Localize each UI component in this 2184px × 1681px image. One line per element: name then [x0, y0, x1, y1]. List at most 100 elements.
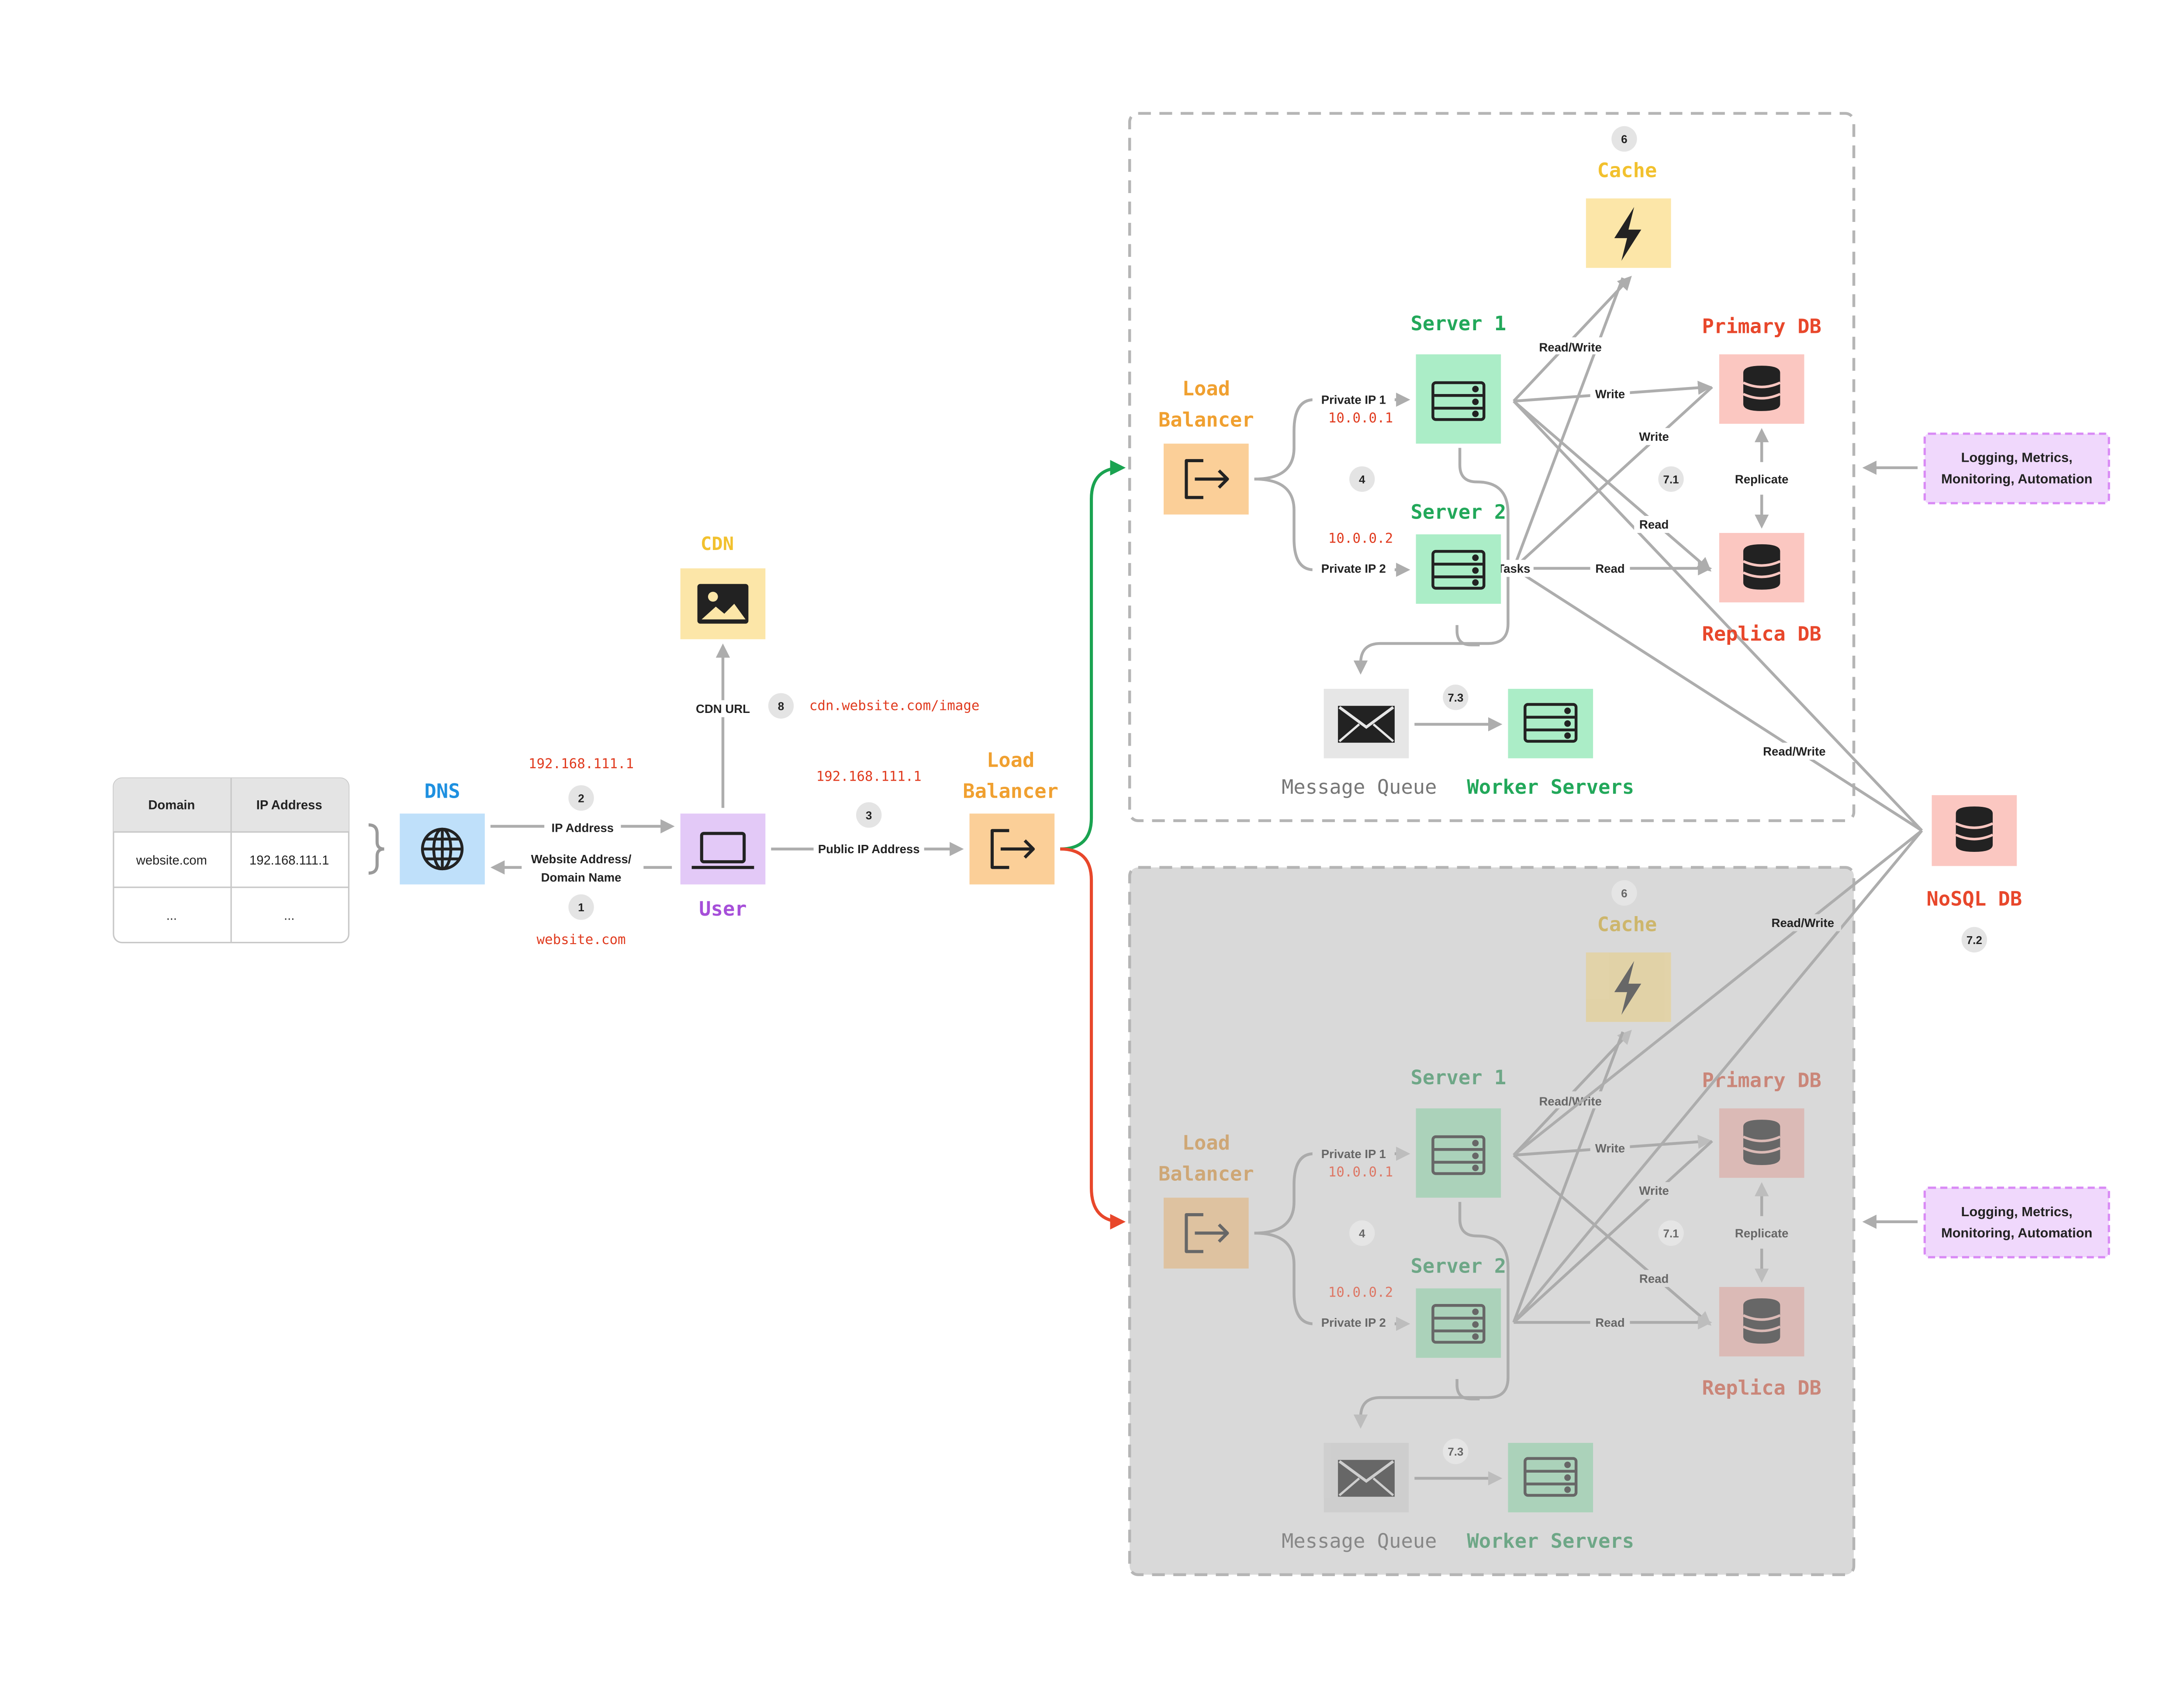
load-balancer-title: Balancer — [1158, 1162, 1254, 1186]
load-balancer-title: Balancer — [1158, 408, 1254, 432]
step-badge: 8 — [768, 693, 794, 719]
primary-db-title: Primary DB — [1702, 315, 1821, 338]
envelope-icon — [1338, 706, 1395, 743]
step-badge-label: 8 — [778, 701, 784, 713]
cdn-title: CDN — [701, 533, 734, 554]
database-icon — [1742, 1298, 1781, 1344]
annotation-ip: 10.0.0.1 — [1328, 1164, 1393, 1180]
edge-label-cdn-url: CDN URL — [696, 702, 750, 716]
edge-label-public-ip: Public IP Address — [818, 842, 920, 856]
server-1-title: Server 1 — [1411, 312, 1507, 335]
load-balancer-title: Load — [1182, 1131, 1230, 1154]
edge-label-write: Write — [1639, 1184, 1669, 1197]
lightning-icon — [1614, 961, 1641, 1015]
message-queue-title: Message Queue — [1282, 1529, 1437, 1553]
step-badge-label: 7.1 — [1663, 474, 1679, 486]
server-icon — [1431, 381, 1486, 421]
edge-label-read: Read — [1639, 518, 1669, 531]
annotation-public-ip: 192.168.111.1 — [816, 769, 922, 785]
edge-label-website-address: Website Address/ — [531, 852, 632, 866]
server-icon — [1431, 550, 1486, 590]
logging-box-2: Logging, Metrics, Monitoring, Automation — [1862, 1186, 2110, 1259]
step-badge-label: 6 — [1621, 134, 1627, 146]
server-1-title: Server 1 — [1411, 1066, 1507, 1089]
server-icon — [1524, 703, 1578, 743]
edge-label-read-write: Read/Write — [1772, 916, 1834, 930]
replica-db-title: Replica DB — [1702, 623, 1821, 646]
load-balancer-title: Load — [1182, 377, 1230, 400]
server-icon — [1431, 1304, 1486, 1344]
step-badge-label: 4 — [1359, 1228, 1365, 1240]
globe-icon — [421, 827, 464, 871]
edge-label-private-ip-2: Private IP 2 — [1321, 562, 1386, 575]
database-icon — [1742, 366, 1781, 411]
step-badge: 1 — [568, 894, 594, 920]
nosql-db-node: NoSQL DB 7.2 — [1927, 795, 2022, 953]
logging-label: Logging, Metrics, — [1961, 450, 2073, 465]
envelope-icon — [1338, 1460, 1395, 1497]
step-badge: 7.3 — [1443, 1439, 1469, 1464]
database-icon — [1955, 806, 1994, 852]
datacenter-content: Read/Write Write Write Read Read Replica… — [1158, 126, 1923, 832]
exit-icon — [1185, 1213, 1229, 1253]
annotation-ip: 10.0.0.1 — [1328, 410, 1393, 426]
edge-label-private-ip-1: Private IP 1 — [1321, 1147, 1386, 1161]
server-2-title: Server 2 — [1411, 1255, 1507, 1278]
edge-label-replicate: Replicate — [1735, 1226, 1789, 1240]
lightning-icon — [1614, 207, 1641, 261]
dns-table-cell: 192.168.111.1 — [249, 854, 329, 868]
step-badge-label: 3 — [866, 809, 872, 822]
step-badge: 7.2 — [1961, 927, 1987, 953]
logging-box-1: Logging, Metrics, Monitoring, Automation — [1862, 432, 2110, 505]
step-badge-label: 1 — [578, 902, 584, 914]
route-to-datacenter-1 — [1060, 460, 1126, 851]
database-icon — [1742, 1120, 1781, 1165]
database-icon — [1742, 544, 1781, 590]
image-icon — [697, 584, 749, 624]
server-icon — [1524, 1457, 1578, 1497]
step-badge-label: 7.2 — [1966, 934, 1982, 947]
edge-label-read: Read — [1639, 1272, 1669, 1285]
exit-icon — [990, 829, 1035, 869]
exit-icon — [1185, 459, 1229, 499]
server-2-title: Server 2 — [1411, 500, 1507, 523]
edge-label-write: Write — [1595, 1141, 1625, 1155]
edge-label-private-ip-2: Private IP 2 — [1321, 1316, 1386, 1329]
step-badge: 7.1 — [1658, 1220, 1684, 1246]
step-badge-label: 7.3 — [1448, 692, 1463, 704]
edge-label-write: Write — [1639, 430, 1669, 443]
edge-label-read-write: Read/Write — [1763, 744, 1825, 758]
annotation-ip: 10.0.0.2 — [1328, 1285, 1393, 1301]
message-queue-title: Message Queue — [1282, 775, 1437, 799]
edge-label-replicate: Replicate — [1735, 472, 1789, 486]
dns-table: Domain IP Address website.com 192.168.11… — [113, 777, 350, 944]
step-badge: 7.1 — [1658, 466, 1684, 492]
dns-node: DNS — [400, 780, 485, 885]
edge-label-domain-name: Domain Name — [541, 871, 622, 884]
step-badge: 6 — [1611, 880, 1637, 906]
datacenter-content: Read/Write Write Write Read Read Replica… — [1158, 880, 1821, 1553]
datacenter-1: Read/Write Write Write Read Read Replica… — [1128, 112, 1923, 832]
step-badge-label: 6 — [1621, 888, 1627, 900]
dns-brace — [368, 823, 384, 875]
dns-table-cell: ... — [166, 909, 177, 923]
annotation-ip: 192.168.111.1 — [529, 756, 634, 772]
nosql-db-title: NoSQL DB — [1927, 887, 2022, 910]
replica-db-title: Replica DB — [1702, 1377, 1821, 1400]
step-badge: 6 — [1611, 126, 1637, 152]
step-badge: 7.3 — [1443, 685, 1469, 710]
annotation-ip: 10.0.0.2 — [1328, 531, 1393, 546]
edge-label-tasks: Tasks — [1497, 562, 1530, 575]
cache-title: Cache — [1597, 159, 1657, 182]
edge-label-read: Read — [1595, 1316, 1624, 1329]
dns-table-header-domain: Domain — [148, 799, 195, 813]
step-badge: 4 — [1349, 1220, 1375, 1246]
step-badge: 4 — [1349, 466, 1375, 492]
cdn-node: CDN — [680, 533, 766, 640]
edge-label-read-write: Read/Write — [1539, 1095, 1601, 1108]
laptop-icon — [691, 832, 754, 869]
edge-label-private-ip-1: Private IP 1 — [1321, 393, 1386, 407]
step-badge: 2 — [568, 785, 594, 811]
